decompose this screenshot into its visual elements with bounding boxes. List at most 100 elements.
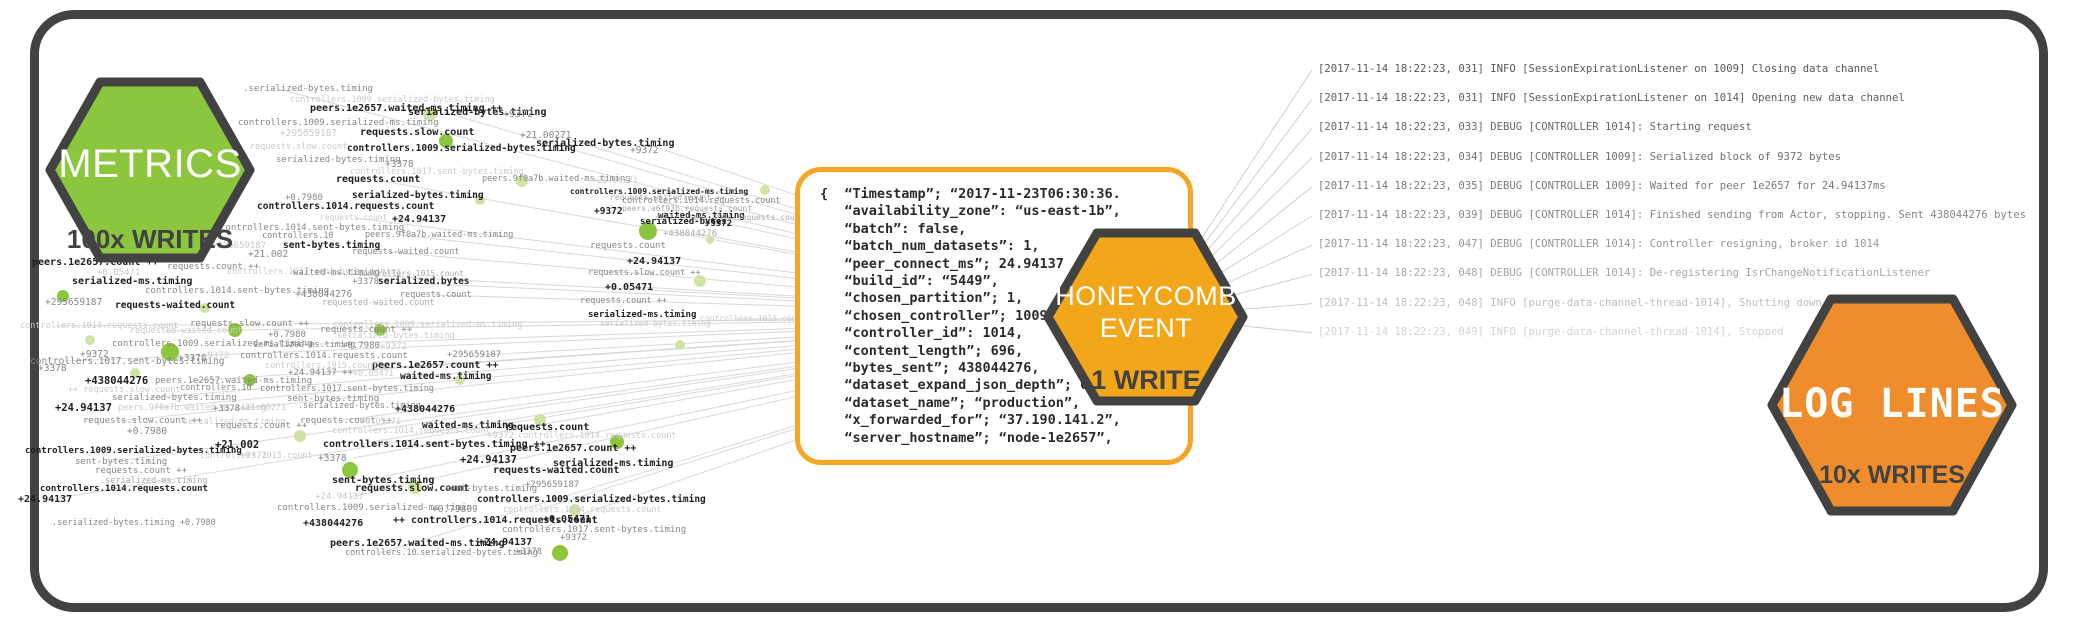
metric-word: +438044276	[85, 375, 149, 387]
metric-word: .serialized-ms.timing	[100, 476, 208, 486]
metric-word: requests.slow.count	[250, 142, 348, 152]
outer-frame	[30, 10, 2048, 612]
metric-word: .serialized-bytes.timing +0.7980	[52, 518, 216, 528]
metric-word: peers.9f0a7b.waited-ms.timing	[365, 230, 514, 240]
metric-word: requests.slow.count ++	[588, 268, 701, 278]
metric-word: +21.002	[215, 439, 260, 451]
metric-word: serialized-ms.timing	[253, 340, 356, 350]
metric-word: +438044276	[303, 518, 364, 529]
metric-word: peers.1e2657.count ++	[510, 443, 637, 454]
metric-word: requests.count ++	[167, 262, 260, 272]
metric-word: waited-ms.timing	[658, 211, 745, 221]
metric-word: +0.7980	[432, 504, 473, 515]
metrics-writes-badge: 100x WRITES	[66, 224, 234, 254]
metric-write-dot	[228, 323, 242, 337]
metric-word: +295659187	[212, 241, 267, 251]
metrics-label: METRICS	[58, 142, 242, 186]
metric-word: controllers.1014.sent-bytes.timing	[220, 223, 405, 233]
metric-write-dot	[475, 195, 485, 205]
metric-word: requests.count	[336, 174, 421, 185]
event-json-text: { “Timestamp”; “2017-11-23T06:30:36. “av…	[820, 186, 1121, 446]
metric-write-dot	[408, 480, 422, 494]
metric-word: +9372	[705, 219, 733, 229]
metric-word: serialized-ms.timing	[72, 276, 193, 287]
metric-write-dot	[639, 222, 657, 240]
metric-word: +24.94137	[392, 214, 447, 225]
metric-word: ++ requests.slow.count	[68, 385, 181, 395]
metric-word: +438044276	[663, 229, 718, 239]
metric-word: controllers.1009.serialized-ms.timing	[277, 503, 478, 513]
metric-word: requests.count ++	[320, 213, 402, 222]
metric-word: controllers.1009.serialized-bytes.timing	[477, 494, 706, 505]
metric-word: +0.7980	[285, 193, 323, 203]
metric-word: sent-bytes.timing	[332, 475, 435, 486]
metric-word: serialized-ms.timing	[588, 310, 697, 320]
metric-write-dot	[130, 368, 140, 378]
log-lines-hexagon: LOG LINES 10x WRITES	[1762, 289, 2022, 521]
metric-word: +0.05471	[605, 282, 654, 293]
honeycomb-event-writes-badge: 1 WRITE	[1091, 365, 1201, 395]
metric-word: +438044276	[295, 289, 353, 300]
log-lines-writes-badge: 10x WRITES	[1819, 461, 1965, 489]
metric-word: controllers.1015.count	[265, 361, 378, 371]
metric-word: +438044276	[395, 404, 456, 415]
metric-word: +24.94137	[478, 537, 533, 548]
metric-word: +0.05471	[353, 369, 394, 379]
metric-word: peers.9f0a7b.waited-ms.timing	[482, 174, 631, 184]
metric-write-dot	[675, 340, 685, 350]
metric-word: +21.00271	[592, 176, 639, 186]
metric-word: requests.slow.count ++	[190, 319, 310, 329]
metric-write-dot	[294, 430, 306, 442]
metric-word: serialized.bytes	[378, 276, 470, 287]
metric-word: sent-bytes.timing	[75, 457, 168, 467]
metric-word: requests.count	[590, 241, 666, 251]
metric-word: +9372	[380, 342, 408, 352]
metric-write-dot	[200, 303, 210, 313]
metric-word: controllers.1017.sent-bytes.timing	[260, 384, 434, 394]
metric-word: controllers.10	[262, 231, 334, 241]
metric-word: controllers.1017.sent-bytes.timing	[350, 167, 524, 177]
metric-word: requests.count ++	[580, 296, 667, 306]
metric-word: serialized-ms.timing	[183, 417, 286, 427]
metric-word: +9372	[202, 351, 230, 361]
metric-word: +0.7980	[268, 330, 306, 340]
metric-word: sent-bytes.timing	[287, 394, 380, 404]
metric-word: controllers.1009.serialized-ms.timing	[570, 187, 749, 196]
metric-word: waited-ms.timing	[422, 420, 514, 431]
metric-word: +0.7980	[342, 341, 380, 351]
log-line: [2017-11-14 18:22:23, 034] DEBUG [CONTRO…	[1318, 150, 1841, 163]
metric-word: +9372	[594, 206, 623, 217]
metric-word: controllers.1014.requests.count	[257, 201, 435, 212]
metric-word: +0.05471	[360, 417, 401, 427]
metric-word: requests.count ++	[300, 416, 393, 426]
metric-write-dot	[342, 462, 358, 478]
metric-word: controllers.1014.requests.count	[40, 484, 208, 494]
metric-word: +295659187	[280, 128, 338, 139]
metric-word: +0.7980	[127, 426, 168, 437]
log-line: [2017-11-14 18:22:23, 031] INFO [Session…	[1318, 63, 1880, 75]
honeycomb-event-hexagon: HONEYCOMB EVENT 1 WRITE	[1038, 223, 1254, 411]
metric-word: sent-bytes.timing	[283, 240, 381, 251]
metric-word: requests.count ++	[320, 325, 413, 335]
metric-word: .serialized-bytes.timing	[415, 548, 538, 558]
metric-word: controllers.1009.serialized-bytes.timing	[25, 446, 242, 456]
log-line: [2017-11-14 18:22:23, 049] INFO [purge-d…	[1318, 325, 1784, 338]
metric-write-dot	[244, 374, 256, 386]
metric-write-dot	[552, 545, 568, 561]
metric-word: serialized-bytes	[640, 217, 727, 227]
log-line: [2017-11-14 18:22:23, 047] DEBUG [CONTRO…	[1318, 238, 1880, 251]
metric-word: +295659187	[525, 480, 580, 490]
log-line: [2017-11-14 18:22:23, 035] DEBUG [CONTRO…	[1318, 179, 1886, 192]
metric-word: requests.count	[400, 290, 472, 300]
metric-word: controllers.1009.serialized-ms.timing	[112, 339, 313, 349]
metric-word: +0.05471	[543, 514, 592, 525]
metric-word: serialized-bytes.timing	[536, 138, 675, 149]
metric-word: serialized-bytes.timing	[112, 393, 237, 403]
metric-word: controllers.1014.requests.count	[503, 505, 662, 515]
metric-word: controllers.10	[180, 383, 252, 393]
metric-word: +24.94137 ++	[288, 368, 354, 378]
metric-word: controllers.1015.count	[358, 269, 464, 278]
metric-word: controllers.1014.requests.count	[332, 426, 491, 436]
metric-word: requests.slow.count ++	[83, 416, 203, 426]
metric-word: controllers.1017.sent-bytes.timing	[30, 356, 225, 367]
